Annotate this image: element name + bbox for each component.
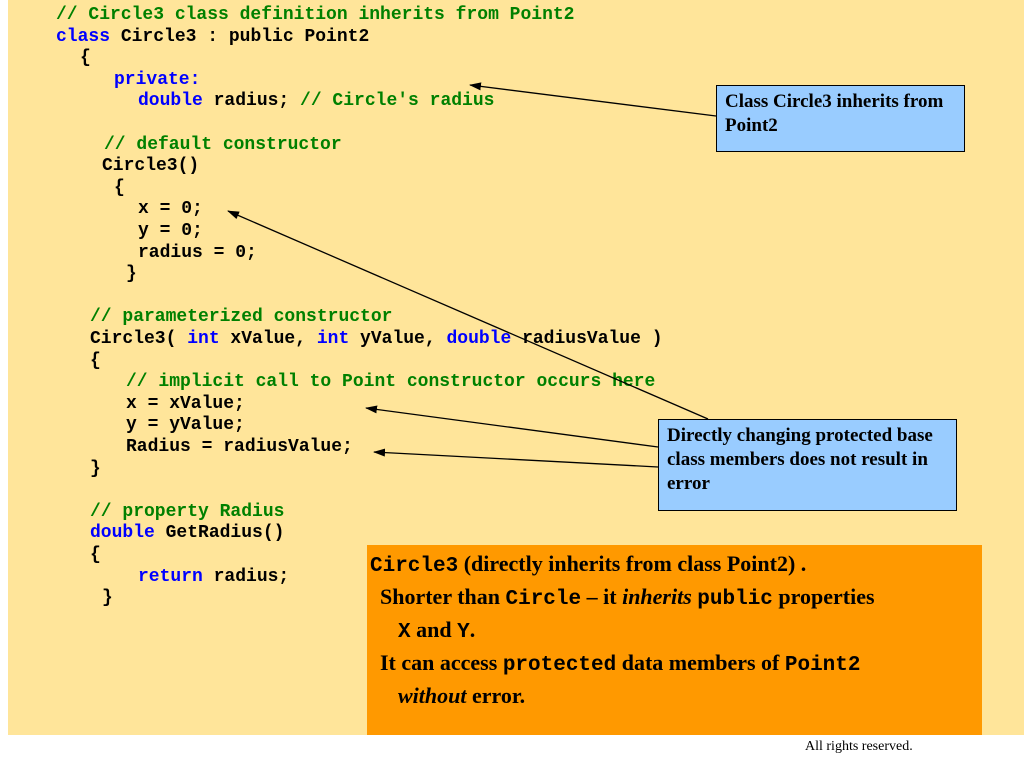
code-line: private: — [114, 70, 200, 91]
code-line: double radius; // Circle's radius — [138, 91, 494, 112]
code-text: x = 0; — [138, 199, 203, 219]
code-text: } — [102, 588, 113, 608]
code-text: Circle3( — [90, 329, 188, 349]
code-line: radius = 0; — [138, 243, 257, 264]
code-keyword: double — [138, 91, 203, 111]
note-text: error. — [466, 683, 526, 708]
note-text: data members of — [616, 650, 785, 675]
arrow-to-x-assign — [365, 405, 659, 448]
note-code-x: X — [398, 621, 411, 644]
code-line: Circle3( int xValue, int yValue, double … — [90, 329, 663, 350]
code-keyword: int — [316, 329, 350, 349]
code-text: y = 0; — [138, 221, 203, 241]
code-text: radius; — [202, 91, 301, 111]
code-text: } — [126, 264, 137, 284]
code-line: } — [90, 459, 101, 480]
code-line: { — [90, 545, 101, 566]
code-comment: // property Radius — [90, 502, 285, 522]
code-comment: // default constructor — [104, 135, 342, 155]
code-keyword: return — [138, 567, 203, 587]
code-line: } — [126, 264, 137, 285]
code-line: class Circle3 : public Point2 — [56, 27, 369, 48]
note-line-5: without error. — [367, 681, 982, 711]
code-keyword: double — [90, 523, 155, 543]
code-keyword: double — [446, 329, 512, 349]
code-line: { — [90, 351, 101, 372]
code-line: Radius = radiusValue; — [126, 437, 353, 458]
arrow-to-radius-field — [469, 82, 717, 117]
code-text: } — [90, 459, 101, 479]
code-listing: // Circle3 class definition inherits fro… — [56, 5, 663, 609]
code-keyword: class — [56, 27, 111, 47]
code-text: GetRadius() — [154, 523, 285, 543]
code-text: radius = 0; — [138, 243, 257, 263]
note-code-public: public — [697, 588, 773, 611]
code-text: x = xValue; — [126, 394, 245, 414]
copyright-footer: All rights reserved. — [805, 739, 913, 754]
code-text: { — [90, 545, 101, 565]
code-line: x = 0; — [138, 199, 203, 220]
callout-inherits: Class Circle3 inherits from Point2 — [716, 85, 965, 152]
code-line: return radius; — [138, 567, 289, 588]
code-comment: // parameterized constructor — [90, 307, 393, 327]
note-code-circle: Circle — [505, 588, 582, 611]
code-line: double GetRadius() — [90, 523, 284, 544]
code-keyword: private: — [114, 70, 201, 90]
code-comment: // Circle's radius — [300, 91, 495, 111]
note-text: properties — [772, 584, 875, 609]
code-comment: // implicit call to Point constructor oc… — [126, 372, 656, 392]
code-line: // default constructor — [104, 135, 342, 156]
note-code-y: Y — [457, 621, 470, 644]
code-text: { — [80, 48, 91, 68]
code-text: Circle3() — [102, 156, 200, 176]
note-emphasis: inherits — [622, 584, 692, 609]
code-line: y = 0; — [138, 221, 203, 242]
code-keyword: int — [187, 329, 220, 349]
code-line: // property Radius — [90, 502, 284, 523]
note-line-1: Circle3 (directly inherits from class Po… — [367, 549, 982, 582]
callout-protected: Directly changing protected base class m… — [658, 419, 957, 511]
note-emphasis: without — [398, 683, 467, 708]
code-line: { — [80, 48, 91, 69]
code-line: // implicit call to Point constructor oc… — [126, 372, 655, 393]
note-text: It can access — [380, 650, 503, 675]
note-text: . — [469, 617, 476, 642]
code-text: Circle3 : public Point2 — [110, 27, 370, 47]
code-line: } — [102, 588, 113, 609]
code-text: { — [90, 351, 101, 371]
note-line-3: X and Y. — [367, 615, 982, 648]
note-code-point2: Point2 — [784, 654, 861, 677]
note-text: (directly inherits from class Point2) . — [458, 551, 807, 576]
code-line: x = xValue; — [126, 394, 245, 415]
code-line: { — [114, 178, 125, 199]
note-line-2: Shorter than Circle – it inherits public… — [367, 582, 982, 615]
summary-note: Circle3 (directly inherits from class Po… — [367, 545, 982, 735]
code-line: Circle3() — [102, 156, 199, 177]
note-text: – it — [581, 584, 623, 609]
code-text: { — [114, 178, 125, 198]
code-text: xValue, — [219, 329, 317, 349]
code-text: yValue, — [349, 329, 447, 349]
arrow-to-default-x — [227, 210, 709, 420]
arrow-to-radius-assign — [373, 448, 659, 468]
code-text: radiusValue ) — [511, 329, 663, 349]
code-text: y = yValue; — [126, 415, 245, 435]
note-code-circle3: Circle3 — [370, 555, 459, 578]
note-line-4: It can access protected data members of … — [367, 648, 982, 681]
note-code-protected: protected — [502, 654, 617, 677]
code-line: y = yValue; — [126, 415, 245, 436]
code-comment: // Circle3 class definition inherits fro… — [56, 5, 575, 25]
code-line: // Circle3 class definition inherits fro… — [56, 5, 574, 26]
code-text: Radius = radiusValue; — [126, 437, 353, 457]
code-text: radius; — [202, 567, 290, 587]
code-line: // parameterized constructor — [90, 307, 392, 328]
note-text: Shorter than — [380, 584, 506, 609]
note-text: and — [410, 617, 458, 642]
